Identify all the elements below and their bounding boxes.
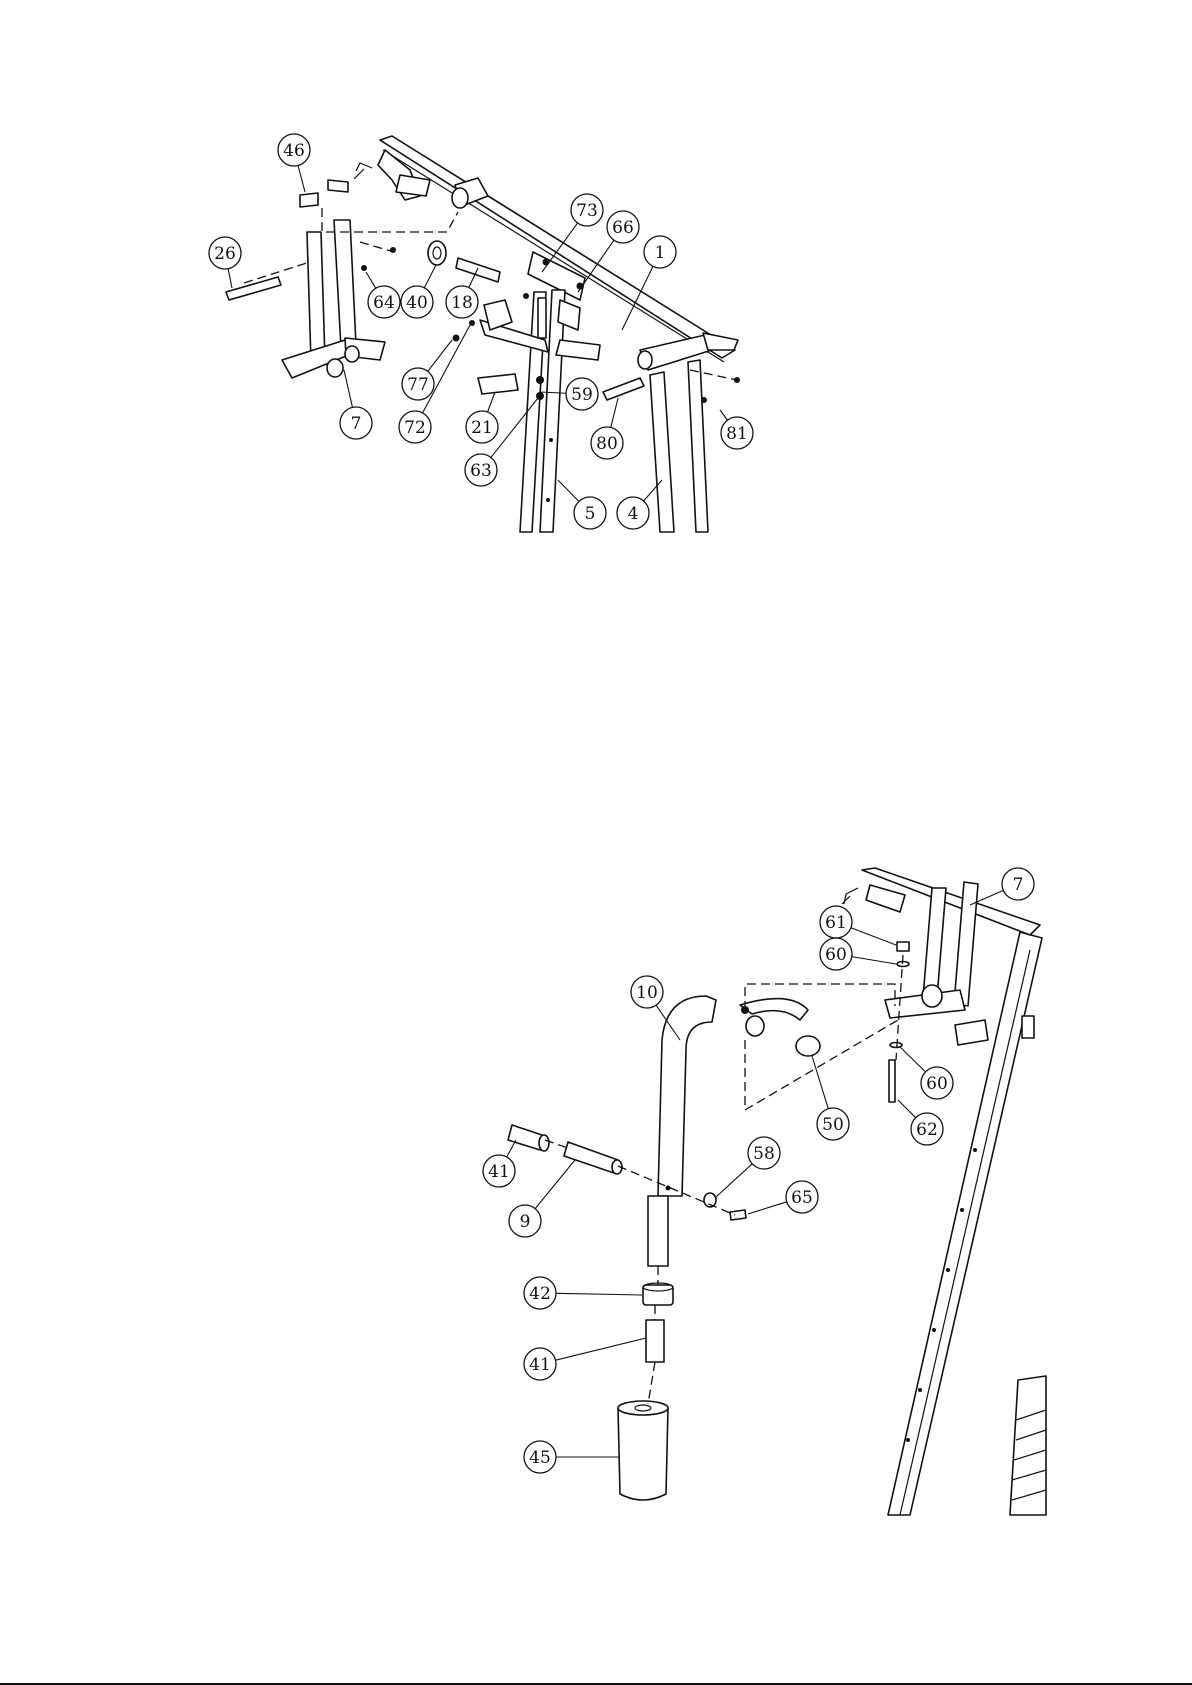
callout-number: 65 [791, 1188, 813, 1208]
upright-4 [650, 372, 674, 532]
callout-leader [851, 928, 896, 945]
arm-roller-drawing [508, 868, 1046, 1515]
arm-10 [658, 996, 716, 1196]
callout-number: 77 [407, 375, 429, 395]
callout-leader [720, 410, 727, 420]
pin-26 [226, 277, 281, 300]
callout-arm-roller-assembly-60: 60 [820, 938, 896, 970]
callout-leader [812, 1056, 828, 1109]
callout-number: 41 [529, 1355, 551, 1375]
callout-number: 46 [283, 141, 305, 161]
callout-arm-roller-assembly-41: 41 [524, 1338, 646, 1380]
pad-50 [796, 1036, 820, 1056]
rear-frame-7 [307, 232, 325, 362]
plate-80 [603, 378, 644, 400]
pin-9 [564, 1142, 618, 1173]
callout-upper-frame-assembly-80: 80 [591, 398, 623, 459]
bolt-65 [730, 1210, 746, 1220]
callout-number: 45 [529, 1448, 551, 1468]
callout-arm-roller-assembly-62: 62 [898, 1100, 943, 1145]
callout-leader [424, 265, 436, 288]
bar-18 [456, 258, 500, 282]
callout-leader [540, 392, 566, 393]
callout-number: 41 [488, 1162, 510, 1182]
callout-number: 61 [825, 913, 847, 933]
callout-number: 7 [1013, 875, 1024, 895]
sleeve-41b [646, 1320, 664, 1362]
cap-46 [300, 193, 318, 207]
callout-upper-frame-assembly-64: 64 [366, 272, 400, 318]
callout-number: 59 [571, 385, 593, 405]
callout-leader [556, 1293, 642, 1295]
callout-leader [298, 165, 305, 192]
callout-number: 7 [351, 414, 362, 434]
callout-number: 1 [655, 243, 666, 263]
callout-upper-frame-assembly-77: 77 [402, 340, 452, 400]
weight-stack [1010, 1376, 1046, 1515]
bracket-21 [478, 374, 518, 394]
callout-leader [228, 269, 232, 288]
callout-arm-roller-assembly-50: 50 [812, 1056, 849, 1140]
callout-number: 64 [373, 293, 395, 313]
callout-leader [716, 1164, 752, 1197]
callout-number: 80 [596, 434, 618, 454]
callout-leader [852, 957, 896, 964]
callout-leader [535, 1160, 575, 1209]
callout-upper-frame-assembly-5: 5 [558, 480, 606, 529]
callout-upper-frame-assembly-4: 4 [617, 480, 662, 529]
callout-layer: 46 26 64 40 18 73 66 1 77 72 7 21 59 63 80 81 5 4 7 61 60 10 5… [209, 134, 1034, 1473]
washer-40 [428, 241, 446, 265]
callout-upper-frame-assembly-21: 21 [466, 392, 498, 443]
callout-leader [558, 480, 579, 502]
callout-arm-roller-assembly-45: 45 [524, 1441, 620, 1473]
callout-leader [898, 1100, 916, 1118]
callout-arm-roller-assembly-41: 41 [483, 1140, 516, 1187]
callout-number: 60 [926, 1074, 948, 1094]
bolt-62 [889, 1060, 895, 1102]
callout-leader [488, 392, 495, 412]
callout-number: 5 [585, 504, 596, 524]
callout-leader [428, 340, 452, 371]
callout-number: 66 [612, 218, 634, 238]
callout-upper-frame-assembly-26: 26 [209, 237, 241, 288]
callout-number: 42 [529, 1284, 551, 1304]
callout-upper-frame-assembly-40: 40 [401, 265, 436, 318]
callout-number: 9 [520, 1212, 531, 1232]
callout-leader [748, 1202, 787, 1214]
callout-number: 21 [471, 418, 493, 438]
callout-number: 50 [822, 1115, 844, 1135]
callout-number: 18 [451, 293, 473, 313]
roller-45 [618, 1408, 668, 1500]
callout-leader [507, 1140, 516, 1157]
callout-number: 81 [726, 424, 748, 444]
callout-leader [344, 370, 352, 407]
callout-number: 60 [825, 945, 847, 965]
callout-arm-roller-assembly-58: 58 [716, 1137, 780, 1197]
callout-upper-frame-assembly-81: 81 [720, 410, 753, 449]
callout-arm-roller-assembly-9: 9 [509, 1160, 575, 1237]
callout-number: 10 [636, 983, 658, 1003]
callout-arm-roller-assembly-60: 60 [900, 1047, 953, 1099]
callout-leader [556, 1338, 646, 1360]
callout-number: 4 [628, 504, 639, 524]
callout-leader [611, 398, 618, 427]
callout-number: 72 [404, 418, 426, 438]
callout-number: 26 [214, 244, 236, 264]
callout-arm-roller-assembly-7: 7 [970, 868, 1034, 905]
callout-leader [366, 272, 376, 288]
callout-number: 58 [753, 1144, 775, 1164]
callout-arm-roller-assembly-65: 65 [748, 1181, 818, 1214]
callout-number: 62 [916, 1120, 938, 1140]
nut-61 [897, 942, 909, 951]
callout-number: 73 [576, 201, 598, 221]
bushing-42 [643, 1285, 673, 1305]
callout-number: 40 [406, 293, 428, 313]
callout-leader [900, 1047, 926, 1072]
callout-upper-frame-assembly-7: 7 [340, 370, 372, 439]
callout-upper-frame-assembly-46: 46 [278, 134, 310, 192]
callout-upper-frame-assembly-18: 18 [446, 268, 478, 318]
callout-arm-roller-assembly-42: 42 [524, 1277, 642, 1309]
callout-number: 63 [470, 461, 492, 481]
